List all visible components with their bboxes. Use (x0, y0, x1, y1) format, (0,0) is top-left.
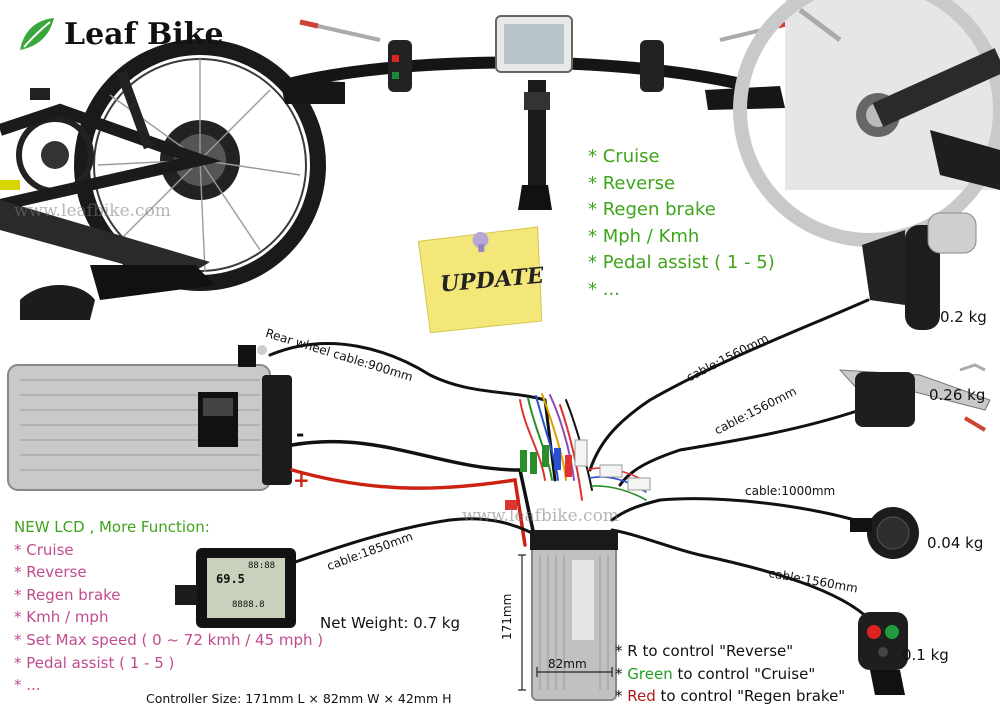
battery-image (7, 345, 292, 491)
function-switch-image (858, 612, 908, 695)
lcd-feature-item: * ... (14, 676, 41, 695)
new-lcd-features: NEW LCD , More Function: * Cruise * Reve… (14, 516, 323, 697)
brand-name: Leaf Bike (64, 16, 224, 52)
leaf-logo-icon (20, 18, 54, 50)
hub-photo (733, 0, 1000, 247)
note-regen: * Red to control "Regen brake" (615, 685, 845, 708)
pas-sensor-image (850, 507, 919, 559)
note-regen-rest: to control "Regen brake" (655, 687, 846, 705)
lcd-display-image (175, 548, 296, 628)
feature-list: * Cruise * Reverse * Regen brake * Mph /… (588, 144, 775, 303)
lcd-feature-item: * Set Max speed ( 0 ~ 72 kmh / 45 mph ) (14, 630, 324, 649)
feature-item: * Pedal assist ( 1 - 5) (588, 252, 775, 273)
controller-size: Controller Size: 171mm L × 82mm W × 42mm… (146, 691, 452, 706)
lcd-speed: 69.5 (216, 572, 245, 586)
rear-wheel-photo (0, 39, 326, 320)
controller-image (518, 530, 618, 701)
watermark: www.leafbike.com (14, 201, 171, 221)
feature-item: * Mph / Kmh (588, 225, 700, 247)
note-cruise-rest: to control "Cruise" (672, 664, 816, 683)
lcd-feature-item: * Regen brake (14, 585, 121, 604)
note-red-word: Red (627, 687, 656, 705)
note-cruise: * Green to control "Cruise" (615, 663, 845, 686)
switch-weight: 0.1 kg (902, 646, 949, 664)
switch-notes: * R to control "Reverse" * Green to cont… (615, 640, 845, 708)
throttle-image (862, 212, 977, 330)
controller-length-label: 171mm (500, 593, 514, 640)
feature-item: * Reverse (588, 172, 676, 194)
pas-weight: 0.04 kg (927, 534, 984, 552)
lcd-feature-item: * Cruise (14, 540, 74, 559)
lcd-feature-item: * Kmh / mph (14, 608, 109, 627)
battery-plus: + (293, 468, 310, 492)
battery-minus: - (296, 422, 305, 446)
feature-item: * ... (588, 278, 620, 300)
lcd-top-readout: 88:88 (248, 561, 276, 571)
sticky-note-shape (417, 226, 543, 334)
controller-width-label: 82mm (548, 657, 587, 671)
pas-cable-label: cable:1000mm (745, 484, 836, 498)
note-reverse-label: "Reverse" (719, 642, 794, 660)
handlebar-photo (280, 15, 796, 210)
wires (243, 298, 872, 622)
note-reverse: * R to control "Reverse" (615, 640, 845, 663)
lcd-feature-item: * Pedal assist ( 1 - 5 ) (14, 653, 175, 672)
feature-item: * Cruise (588, 146, 660, 167)
brake-lever-image (838, 363, 991, 432)
lcd-feature-item: * Reverse (14, 563, 87, 582)
brand-logo: Leaf Bike (14, 14, 224, 54)
brake-weight: 0.26 kg (929, 386, 986, 404)
note-star: * (615, 687, 628, 705)
note-reverse-prefix: * R to control (615, 642, 720, 660)
watermark: www.leafbike.com (462, 506, 619, 526)
lcd-bottom-readout: 8888.8 (232, 600, 265, 610)
new-lcd-title: NEW LCD , More Function: (14, 518, 210, 536)
update-sticky-note: UPDATE (414, 225, 550, 336)
throttle-weight: 0.2 kg (940, 308, 987, 326)
note-star: * (615, 664, 628, 683)
note-green-word: Green (627, 664, 673, 683)
lcd-weight: Net Weight: 0.7 kg (320, 614, 461, 632)
feature-item: * Regen brake (588, 199, 716, 220)
connectors (505, 439, 651, 510)
